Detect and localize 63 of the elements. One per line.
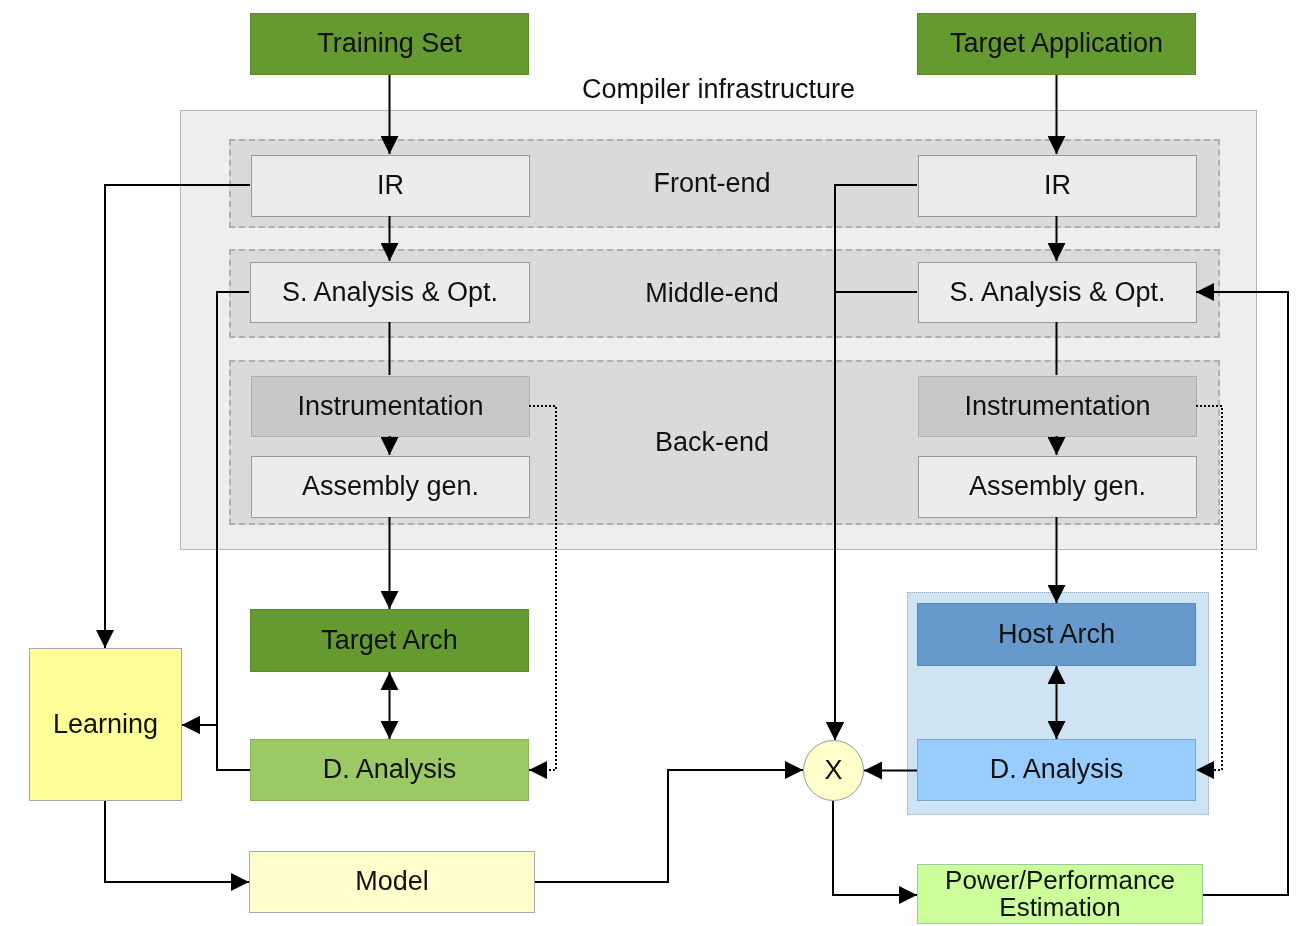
arrow bbox=[528, 405, 557, 779]
process-box bbox=[251, 456, 530, 518]
process-box bbox=[918, 262, 1197, 323]
node-label: Assembly gen. bbox=[968, 472, 1147, 502]
stage-band bbox=[229, 139, 1220, 228]
process-box bbox=[917, 603, 1196, 666]
node-label: S. Analysis & Opt. bbox=[281, 277, 499, 308]
stage-band bbox=[229, 360, 1220, 525]
process-box bbox=[249, 851, 535, 913]
arrow bbox=[534, 761, 804, 883]
process-box bbox=[250, 739, 529, 801]
process-box bbox=[29, 648, 182, 801]
node-label: X bbox=[824, 755, 843, 786]
process-box bbox=[917, 13, 1196, 75]
node-label: D. Analysis bbox=[322, 755, 457, 785]
node-label: Target Application bbox=[949, 29, 1164, 59]
node-label: Power/Performance Estimation bbox=[944, 866, 1176, 922]
node-label: IR bbox=[1044, 171, 1071, 201]
node-label: Instrumentation bbox=[964, 391, 1151, 422]
node-label: Learning bbox=[52, 709, 159, 740]
arrow bbox=[863, 761, 918, 780]
arrow bbox=[380, 516, 399, 610]
node-label: D. Analysis bbox=[989, 755, 1124, 785]
process-box bbox=[918, 376, 1197, 437]
arrow bbox=[1195, 405, 1223, 779]
arrow bbox=[826, 291, 918, 741]
arrow bbox=[1047, 516, 1066, 604]
process-box bbox=[918, 155, 1197, 217]
arrow bbox=[380, 435, 399, 456]
stage-label: Back-end bbox=[653, 427, 771, 458]
node-label: Host Arch bbox=[997, 619, 1115, 650]
process-box bbox=[251, 155, 530, 217]
arrow bbox=[380, 74, 399, 155]
node-label: Target Arch bbox=[321, 625, 458, 656]
arrow bbox=[1047, 215, 1066, 262]
node-label: Assembly gen. bbox=[301, 472, 480, 502]
arrow bbox=[1047, 665, 1066, 740]
node-label: IR bbox=[377, 171, 404, 201]
stage-label: Middle-end bbox=[644, 278, 780, 309]
node-label: Model bbox=[355, 867, 429, 897]
stage-label: Front-end bbox=[652, 168, 772, 199]
stage-band bbox=[229, 249, 1220, 338]
process-box bbox=[250, 262, 530, 323]
arrow bbox=[181, 716, 251, 771]
arrow bbox=[1195, 283, 1289, 896]
node-label: S. Analysis & Opt. bbox=[949, 277, 1166, 308]
process-box bbox=[917, 739, 1196, 801]
arrow bbox=[104, 800, 250, 891]
node-label: Instrumentation bbox=[297, 391, 484, 422]
arrow bbox=[380, 671, 399, 740]
node-label: Training Set bbox=[317, 29, 462, 59]
process-box bbox=[918, 456, 1197, 518]
arrow bbox=[1047, 74, 1066, 155]
group-panel bbox=[907, 592, 1209, 815]
arrow bbox=[380, 215, 399, 262]
container-heading: Compiler infrastructure bbox=[580, 75, 857, 105]
process-box bbox=[917, 864, 1203, 924]
process-box bbox=[250, 609, 529, 672]
process-box bbox=[250, 13, 529, 75]
arrow bbox=[1047, 435, 1066, 456]
process-box bbox=[251, 376, 530, 437]
arrow bbox=[832, 800, 918, 904]
arrow bbox=[96, 184, 251, 649]
